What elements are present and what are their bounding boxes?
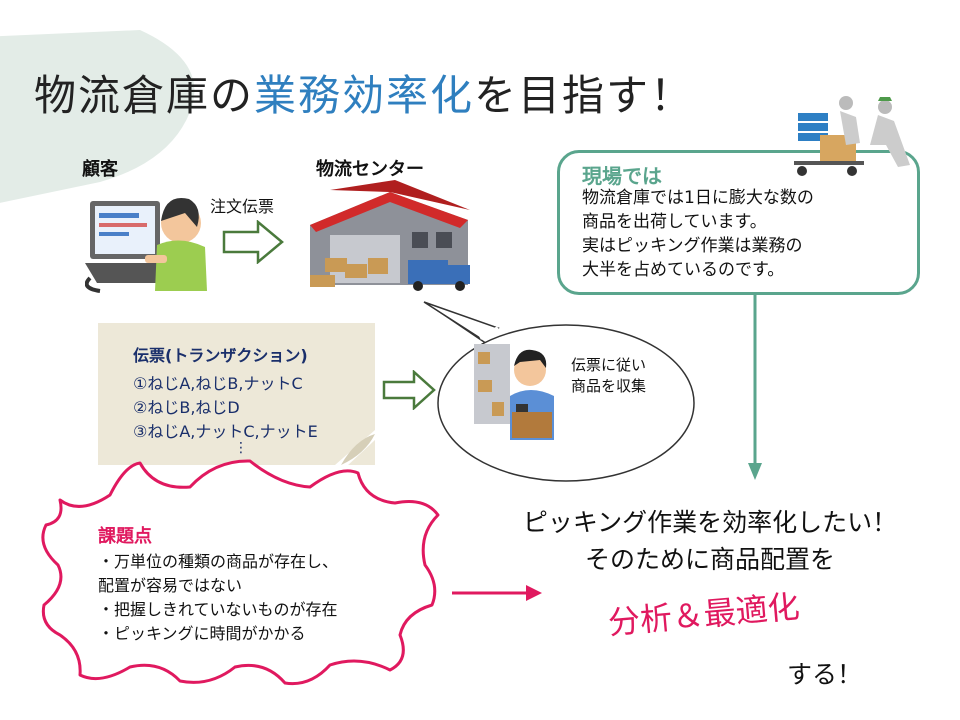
goal-line-2: そのために商品配置を	[584, 545, 835, 574]
logistics-center-label: 物流センター	[316, 159, 424, 180]
issues-title: 課題点	[98, 526, 152, 547]
workers-pushing-cart-illustration	[794, 96, 910, 176]
issues-list: ・万単位の種類の商品が存在し、 配置が容易ではない ・把握しきれていないものが存…	[98, 550, 428, 646]
brush-stroke-decoration	[0, 30, 195, 203]
title-highlight: 業務効率化	[254, 71, 475, 120]
goal-emphasis: 分析＆最適化	[606, 587, 802, 642]
slip-folded-corner	[335, 430, 375, 466]
issue-item: ・ピッキングに時間がかかる	[98, 624, 306, 643]
customer-at-laptop-illustration	[85, 197, 207, 293]
slip-lines: ①ねじA,ねじB,ナットC ②ねじB,ねじD ③ねじA,ナットC,ナットE	[133, 374, 318, 441]
arrow-right-icon	[222, 220, 284, 264]
arrow-right-icon	[452, 585, 542, 601]
field-info-title: 現場では	[582, 164, 662, 188]
order-slip-label: 注文伝票	[210, 197, 275, 216]
goal-line-1: ピッキング作業を効率化したい！	[522, 508, 898, 537]
field-info-box	[557, 150, 920, 295]
bubble-text: 伝票に従い 商品を収集	[571, 356, 647, 395]
issue-item: ・把握しきれていないものが存在	[98, 600, 338, 619]
picking-worker-illustration	[474, 344, 554, 440]
warehouse-illustration	[310, 180, 470, 291]
issue-item: ・万単位の種類の商品が存在し、	[98, 552, 339, 571]
page-title: 物流倉庫の業務効率化を目指す！	[34, 71, 695, 120]
customer-label: 顧客	[82, 159, 118, 180]
goal-line-4: する！	[787, 660, 863, 689]
slip-ellipsis: ⋮	[234, 440, 248, 456]
slip-title: 伝票(トランザクション)	[133, 346, 308, 365]
issue-item: 配置が容易ではない	[98, 576, 243, 595]
issues-burst-callout	[41, 459, 440, 686]
field-info-text: 物流倉庫では1日に膨大な数の 商品を出荷しています。 実はピッキング作業は業務の…	[582, 188, 814, 280]
arrow-down-icon	[748, 295, 762, 480]
arrow-right-icon	[382, 370, 436, 410]
transaction-slip	[98, 323, 375, 465]
